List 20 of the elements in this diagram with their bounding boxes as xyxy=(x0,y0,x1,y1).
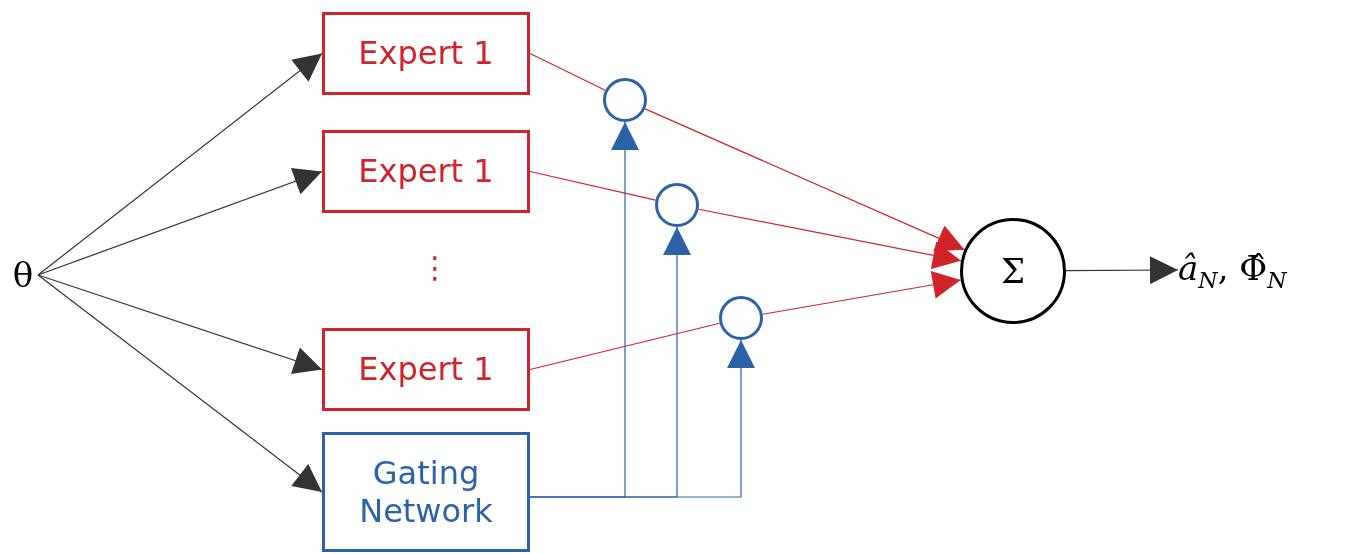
multiplier-circle xyxy=(603,78,647,122)
expert-box: Expert 1 xyxy=(322,130,530,213)
arrow xyxy=(762,271,962,315)
expert-box: Expert 1 xyxy=(322,328,530,411)
input-symbol: θ xyxy=(8,255,38,295)
arrow xyxy=(1065,256,1179,285)
arrow xyxy=(37,52,323,276)
arrow xyxy=(644,108,966,252)
multiplier-circle xyxy=(719,296,763,340)
multiplier-circle xyxy=(655,183,699,227)
arrow xyxy=(37,274,323,493)
output-symbol: â$_{N}$, Φ̂$_{N}$ xyxy=(1178,245,1343,295)
expert-box: Expert 1 xyxy=(322,12,530,95)
gating-network-box: Gating Network xyxy=(322,432,530,552)
arrow xyxy=(37,274,323,374)
arrow xyxy=(529,339,755,498)
sum-circle: Σ xyxy=(960,218,1066,324)
arrow xyxy=(37,167,323,276)
arrow xyxy=(698,208,962,270)
ellipsis-label: ⋮ xyxy=(420,250,450,285)
